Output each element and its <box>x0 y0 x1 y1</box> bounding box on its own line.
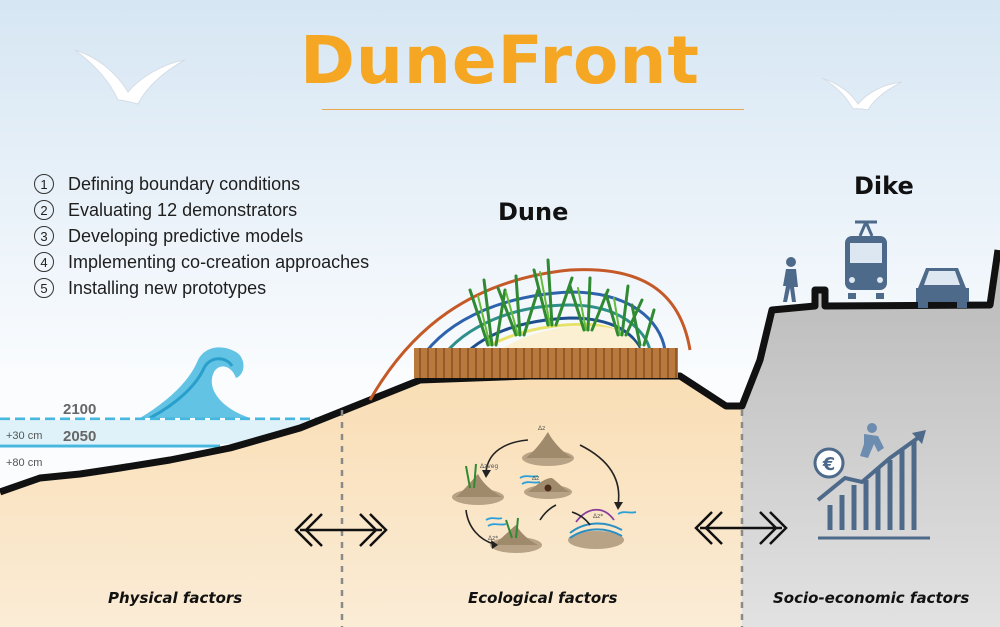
ecology-cycle-icon: Δz Δzveg Δz* Δz* Δz <box>452 425 637 553</box>
seagull-icon <box>821 77 903 111</box>
dike-label: Dike <box>854 172 914 200</box>
step-number: 5 <box>34 278 54 298</box>
list-item: 1 Defining boundary conditions <box>34 171 369 197</box>
step-text: Evaluating 12 demonstrators <box>68 199 298 220</box>
dzveg-label: Δzveg <box>480 463 498 470</box>
euro-icon: € <box>813 447 845 479</box>
double-arrow-icon <box>694 511 788 545</box>
step-text: Developing predictive models <box>68 225 304 246</box>
zone-label-physical: Physical factors <box>108 589 243 607</box>
svg-text:€: € <box>822 454 836 475</box>
page-title: DuneFront <box>300 22 700 99</box>
step-number: 4 <box>34 252 54 272</box>
zone-label-socio-economic: Socio-economic factors <box>773 589 970 607</box>
title-underline <box>322 109 744 110</box>
dune-mound <box>500 326 640 350</box>
sea-rise-80-label: +80 cm <box>6 457 43 469</box>
step-text: Installing new prototypes <box>68 277 267 298</box>
list-item: 2 Evaluating 12 demonstrators <box>34 197 369 223</box>
seagull-icon <box>74 49 186 105</box>
tram-icon <box>845 220 887 299</box>
sand-ground <box>0 376 742 627</box>
list-item: 5 Installing new prototypes <box>34 275 369 301</box>
list-item: 4 Implementing co-creation approaches <box>34 249 369 275</box>
growth-chart-icon <box>816 430 930 540</box>
dune-label: Dune <box>498 198 569 226</box>
dz-star-label-2: Δz* <box>488 535 498 542</box>
sand-fence <box>414 348 678 378</box>
double-arrow-icon <box>294 513 388 547</box>
sea-level-2050-label: 2050 <box>63 428 97 445</box>
dz-label-2: Δz <box>532 475 539 482</box>
zone-label-ecological: Ecological factors <box>468 589 618 607</box>
car-icon <box>916 268 969 308</box>
steps-list: 1 Defining boundary conditions 2 Evaluatin… <box>34 171 369 301</box>
dz-label: Δz <box>538 425 545 432</box>
ground-outline <box>0 249 1000 496</box>
step-number: 2 <box>34 200 54 220</box>
step-number: 3 <box>34 226 54 246</box>
wave-icon <box>140 347 250 420</box>
dz-star-label: Δz* <box>593 513 603 520</box>
list-item: 3 Developing predictive models <box>34 223 369 249</box>
step-text: Implementing co-creation approaches <box>68 251 370 272</box>
sea-level-2100-label: 2100 <box>63 401 97 418</box>
worker-icon <box>860 423 884 458</box>
step-number: 1 <box>34 174 54 194</box>
sea-rise-30-label: +30 cm <box>6 430 43 442</box>
pedestrian-icon <box>783 257 798 302</box>
step-text: Defining boundary conditions <box>68 173 301 194</box>
marram-grass <box>468 258 656 347</box>
